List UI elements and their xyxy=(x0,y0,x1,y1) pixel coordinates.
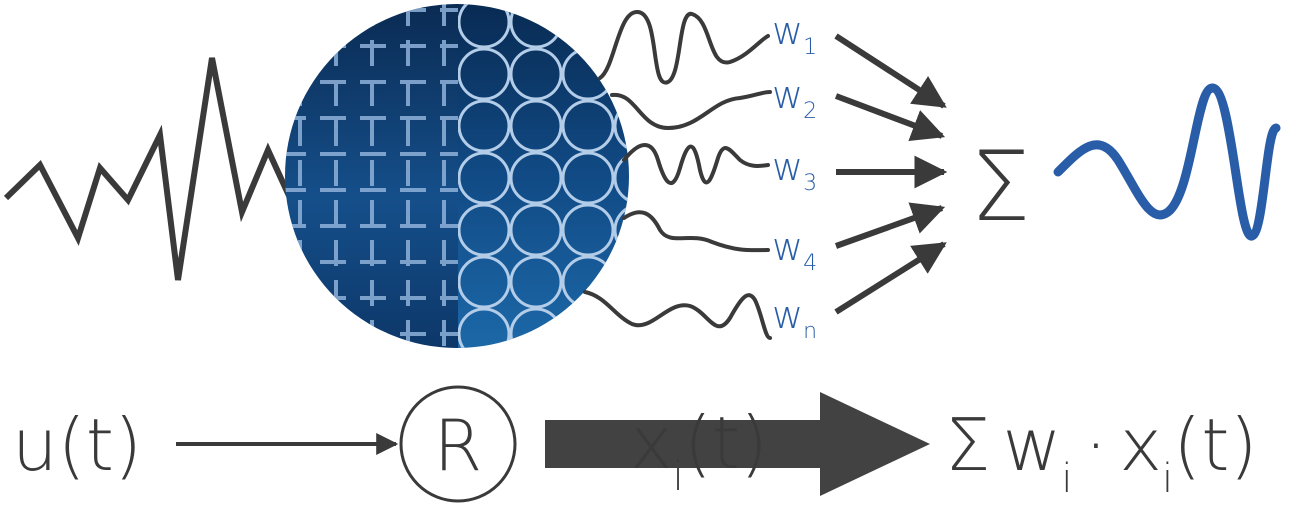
bubble xyxy=(561,99,615,153)
bubble xyxy=(561,4,615,49)
bubble xyxy=(613,203,629,257)
output-signal xyxy=(1053,83,1281,241)
equation-row: u(t) R xi(t) Σwi·xi(t) xyxy=(12,385,1258,503)
input-signal xyxy=(3,57,293,281)
weight-label-4: w4 xyxy=(772,225,817,276)
arrow-w4 xyxy=(834,202,946,249)
bubble xyxy=(613,99,629,153)
bubble xyxy=(613,255,629,309)
bubble xyxy=(458,203,511,257)
weight-arrows xyxy=(834,33,948,315)
state-signal-1 xyxy=(598,10,770,85)
bubble xyxy=(509,47,563,101)
summation-symbol: Σ xyxy=(970,131,1031,243)
arrow-w2 xyxy=(834,93,946,141)
bubble xyxy=(458,99,511,153)
weight-label-5: wn xyxy=(772,293,817,344)
arrow-w1 xyxy=(834,33,947,109)
reservoir-state-signals xyxy=(583,10,772,340)
bubble xyxy=(458,4,511,49)
bubble xyxy=(561,203,615,257)
bubble xyxy=(458,255,511,309)
weight-label-1: w1 xyxy=(772,9,817,60)
reservoir-node xyxy=(399,385,517,503)
state-signal-5 xyxy=(583,290,772,340)
bubble xyxy=(509,99,563,153)
bubble xyxy=(509,255,563,309)
weight-label-2: w2 xyxy=(772,73,817,124)
weight-label-3: w3 xyxy=(772,145,817,196)
bubble xyxy=(561,307,615,348)
weight-labels: w1 w2 w3 w4 wn xyxy=(772,9,817,344)
state-signal-2 xyxy=(610,90,772,131)
state-arrow xyxy=(545,392,930,496)
bubble xyxy=(561,151,615,205)
bubble xyxy=(458,307,511,348)
state-signal-4 xyxy=(622,210,770,253)
state-signal-3 xyxy=(622,143,770,185)
bubble xyxy=(509,151,563,205)
bubble xyxy=(509,203,563,257)
bubble xyxy=(458,151,511,205)
reservoir-label: R xyxy=(434,405,483,487)
reservoir-bubble-half xyxy=(458,4,629,348)
reservoir-grid-half xyxy=(285,4,458,348)
arrow-wn xyxy=(834,241,947,315)
bubble xyxy=(458,47,511,101)
input-label: u(t) xyxy=(12,403,142,487)
bubble xyxy=(613,151,629,205)
